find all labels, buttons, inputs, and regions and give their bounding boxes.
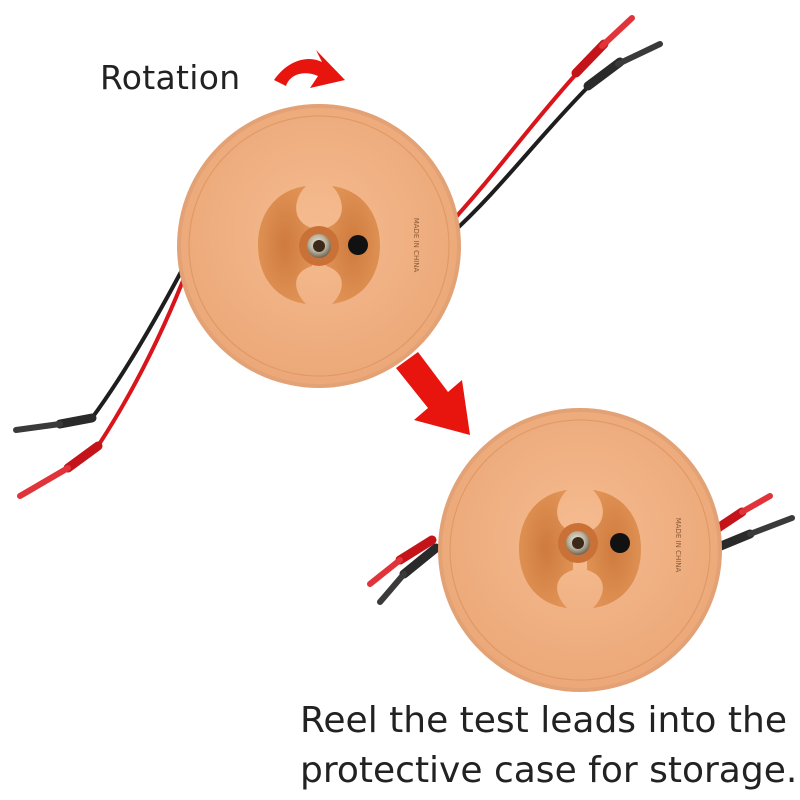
- black-probe-bottom: [13, 413, 97, 433]
- unreeled-test-leads: [13, 15, 663, 499]
- rotation-label: Rotation: [100, 58, 241, 97]
- reel-top-jack-hole: [348, 235, 368, 255]
- rotation-arrow-icon: [274, 50, 345, 88]
- black-probe-top: [583, 41, 663, 91]
- caption-line-2: protective case for storage.: [300, 750, 798, 791]
- reeled-test-leads: [367, 493, 795, 605]
- red-probe-bottom: [17, 441, 103, 499]
- reel-bottom-jack-hole: [610, 533, 630, 553]
- reel-bottom-stamp: MADE IN CHINA: [674, 518, 682, 573]
- caption-line-1: Reel the test leads into the: [300, 700, 787, 741]
- red-probe-top: [571, 15, 635, 78]
- direction-arrow-icon: [396, 352, 470, 435]
- reel-top: MADE IN CHINA: [177, 104, 461, 388]
- reel-bottom-hub: [519, 490, 641, 608]
- reel-top-hub: [258, 186, 380, 304]
- caption: Reel the test leads into the protective …: [300, 696, 798, 796]
- reel-bottom: MADE IN CHINA: [438, 408, 722, 692]
- reel-top-stamp: MADE IN CHINA: [412, 218, 420, 273]
